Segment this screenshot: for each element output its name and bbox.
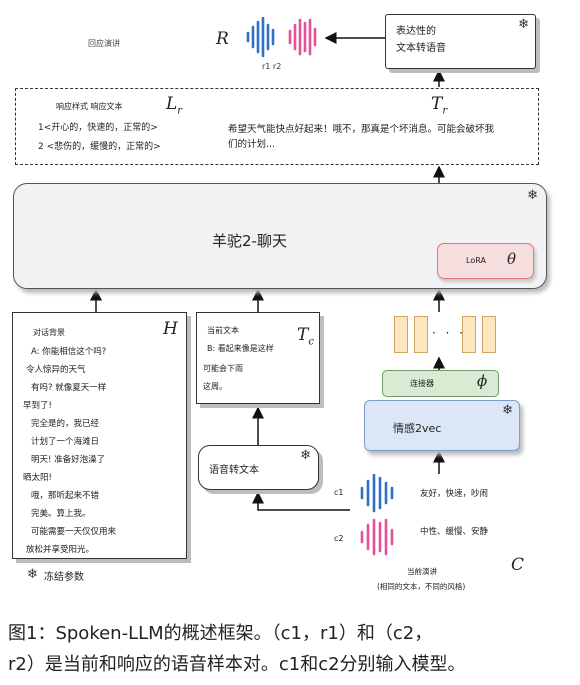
history-line: 晒太阳!: [23, 473, 52, 483]
frozen-snowflake-icon: ❄: [527, 188, 538, 203]
waveform-r2: [288, 18, 317, 56]
history-line: A: 你能相信这个吗?: [31, 347, 107, 357]
response-style-2: 2 <悲伤的，缓慢的，正常的>: [38, 142, 161, 152]
history-line: 完全是的，我已经: [31, 419, 100, 429]
current-text-line: 可能会下雨: [203, 364, 243, 373]
history-line: 计划了一个海滩日: [31, 437, 100, 447]
history-line: 有吗? 就像夏天一样: [31, 383, 107, 393]
llm-title: 羊驼2-聊天: [212, 232, 287, 250]
emotion2vec-label: 情感2vec: [393, 422, 442, 435]
response-text-line2: 们的计划...: [228, 139, 276, 150]
response-pair-label: r1 r2: [262, 62, 282, 71]
current-speech-waveforms: [360, 474, 394, 556]
arrow-speech-to-asr: [252, 491, 350, 511]
history-line: 早到了!: [23, 401, 52, 411]
connector-label: 连接器: [410, 379, 434, 388]
figure-caption-line1: 图1：Spoken-LLM的概述框架。（c1，r1）和（c2，: [8, 623, 433, 644]
response-text-line1: 希望天气能快点好起来！哦不，那真是个坏消息。可能会破坏我: [228, 124, 495, 135]
connector-phi-symbol: ϕ: [477, 372, 488, 390]
lora-adapter: LoRA θ: [437, 243, 534, 279]
waveform-r1: [246, 17, 275, 57]
tts-box-line2: 文本转语音: [396, 43, 446, 54]
history-symbol: H: [163, 319, 178, 339]
token-ellipsis: · · ·: [432, 326, 467, 340]
speech-c2-style: 中性、缓慢、安静: [420, 527, 489, 537]
current-text-title: 当前文本: [207, 326, 239, 335]
current-text-line: B: 看起来像是这样: [207, 344, 274, 353]
current-text-box: 当前文本 Tc B: 看起来像是这样 可能会下雨 这周。: [196, 312, 320, 404]
speech-to-text-label: 语音转文本: [209, 465, 259, 476]
llm-box: 羊驼2-聊天 ❄ LoRA θ: [13, 183, 547, 289]
speech-c1-style: 友好，快速，吵闹: [420, 489, 489, 499]
history-line: 令人惊异的天气: [26, 365, 86, 375]
frozen-snowflake-icon: ❄: [502, 403, 513, 418]
current-speech-symbol: C: [511, 555, 525, 575]
response-speech-symbol: R: [216, 29, 229, 49]
expressive-tts-box: 表达性的 文本转语音 ❄: [385, 14, 536, 69]
waveform-c1: [360, 474, 394, 513]
history-line: 可能需要一天仅仅用来: [31, 527, 117, 537]
history-line: 完美。算上我。: [31, 509, 91, 519]
history-line: 明天! 准备好泡澡了: [31, 455, 106, 465]
tts-box-line1: 表达性的: [396, 26, 436, 37]
waveform-c2: [360, 518, 394, 556]
current-speech-caption: 当前演讲: [407, 567, 437, 576]
history-line: 放松并享受阳光。: [26, 545, 95, 555]
speech-c1-label: c1: [334, 488, 344, 497]
frozen-snowflake-icon: ❄: [27, 567, 38, 582]
speech-token: [394, 316, 408, 353]
dialogue-history-box: 对话背景 H A: 你能相信这个吗? 令人惊异的天气 有吗? 就像夏天一样 早到…: [12, 312, 187, 559]
response-style-symbol: Lr: [166, 94, 183, 117]
lora-theta-symbol: θ: [507, 250, 517, 268]
current-text-symbol: Tc: [297, 325, 314, 348]
lora-label: LoRA: [466, 256, 486, 265]
response-speech-label: 回应演讲: [88, 39, 120, 48]
frozen-snowflake-icon: ❄: [518, 17, 529, 32]
connector-box: 连接器 ϕ: [382, 370, 499, 397]
frozen-params-legend: 冻结参数: [44, 572, 84, 583]
response-waveforms: [246, 17, 317, 57]
response-style-header: 响应样式 响应文本: [56, 102, 123, 111]
frozen-snowflake-icon: ❄: [300, 448, 311, 463]
response-text-symbol: Tr: [431, 94, 448, 117]
response-style-1: 1<开心的，快速的，正常的>: [38, 123, 158, 133]
history-line: 哦，那听起来不错: [31, 491, 100, 501]
speech-c2-label: c2: [334, 534, 344, 543]
speech-token: [462, 316, 476, 353]
current-speech-subcaption: (相同的文本，不同的风格): [377, 582, 466, 591]
response-output-panel: 响应样式 响应文本 Lr 1<开心的，快速的，正常的> 2 <悲伤的，缓慢的，正…: [15, 88, 539, 165]
emotion2vec-box: 情感2vec ❄: [364, 400, 520, 451]
history-title: 对话背景: [33, 328, 65, 337]
figure-caption-line2: r2）是当前和响应的语音样本对。c1和c2分别输入模型。: [8, 654, 466, 675]
current-text-line: 这周。: [203, 382, 227, 391]
speech-token: [482, 316, 496, 353]
speech-token: [414, 316, 428, 353]
speech-to-text-box: 语音转文本 ❄: [198, 445, 319, 490]
